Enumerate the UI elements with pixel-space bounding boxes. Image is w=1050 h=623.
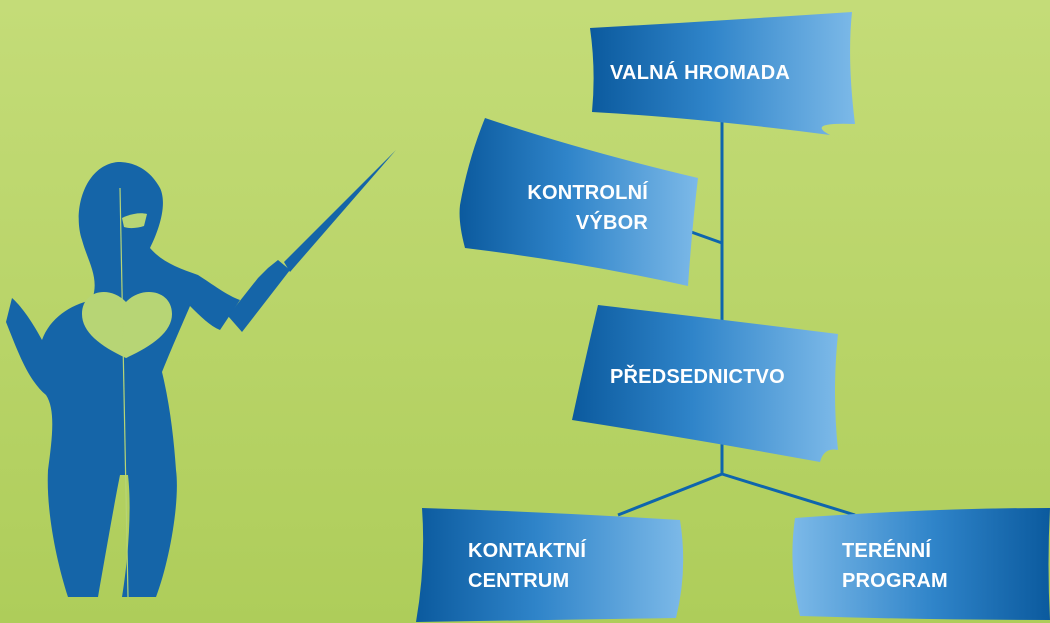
label-control-committee: KONTROLNÍ VÝBOR	[500, 178, 648, 238]
box-board	[572, 305, 838, 462]
field-program-line2: PROGRAM	[842, 570, 948, 592]
contact-center-line1: KONTAKTNÍ	[468, 540, 587, 562]
control-committee-line1: KONTROLNÍ	[527, 182, 648, 204]
box-contact-center	[416, 508, 684, 622]
presenter-figure-icon	[6, 162, 240, 597]
control-committee-line2: VÝBOR	[575, 212, 648, 234]
label-field-program: TERÉNNÍ PROGRAM	[842, 536, 948, 596]
presenter-mouth	[122, 213, 147, 229]
box-control-committee	[459, 118, 698, 286]
label-board: PŘEDSEDNICTVO	[610, 362, 785, 392]
heart-icon	[82, 291, 172, 358]
board-line1: PŘEDSEDNICTVO	[610, 366, 785, 388]
pointer-tip	[284, 150, 396, 272]
connector-split-to-contact-center	[617, 472, 723, 517]
box-field-program	[792, 508, 1050, 620]
presenter-center-line	[119, 187, 129, 598]
label-general-assembly: VALNÁ HROMADA	[610, 58, 790, 88]
presenter-illustration	[6, 150, 396, 598]
label-contact-center: KONTAKTNÍ CENTRUM	[468, 536, 586, 596]
box-general-assembly	[590, 12, 855, 135]
connector-split-to-field-program	[721, 472, 856, 517]
general-assembly-line1: VALNÁ HROMADA	[610, 62, 790, 84]
pointer-stick	[228, 260, 290, 332]
field-program-line1: TERÉNNÍ	[842, 540, 932, 562]
contact-center-line2: CENTRUM	[468, 570, 570, 592]
